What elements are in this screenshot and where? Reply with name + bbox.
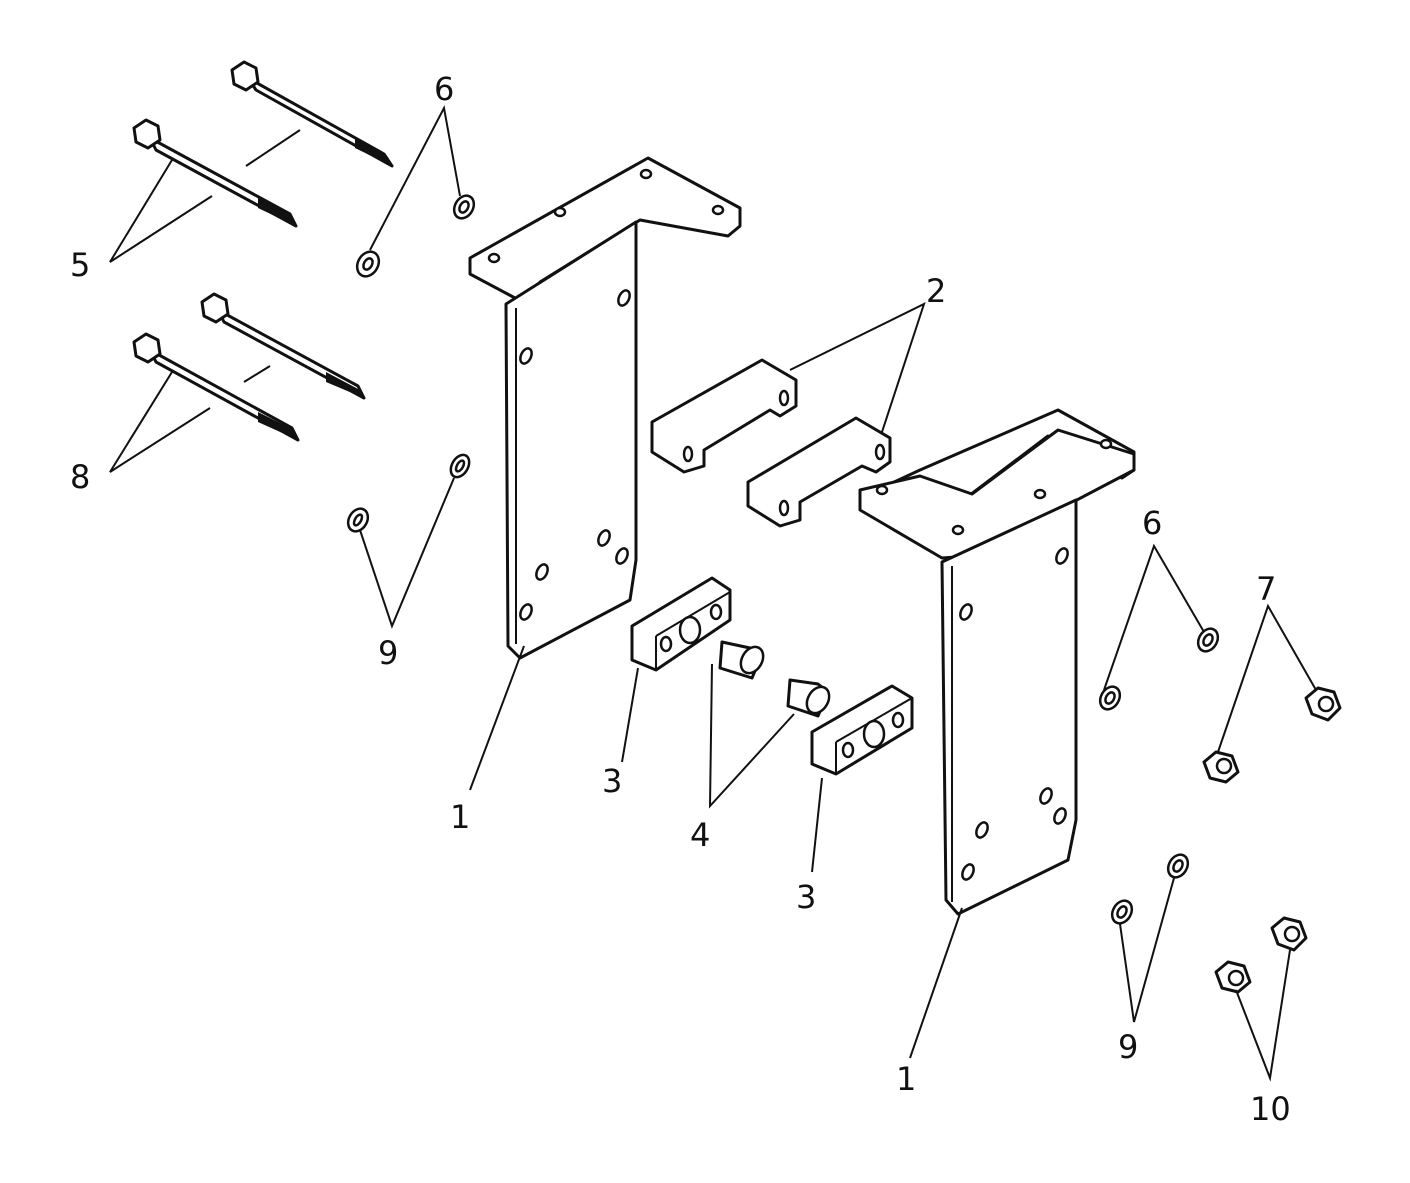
callout-6-right: 6 [1142, 504, 1162, 542]
bolt-8-upper [200, 292, 366, 400]
washer-9-right-b-inner [1116, 905, 1128, 919]
callout-1-right: 1 [896, 1060, 916, 1098]
bracket-1-left [468, 156, 742, 660]
leader-lines [109, 104, 1317, 1082]
washer-9-left-b-inner [352, 513, 364, 527]
clamp-block-3-lower [810, 684, 914, 776]
nut-7-lower [1202, 750, 1240, 784]
washer-9-right-a-inner [1172, 859, 1184, 873]
callout-2: 2 [926, 272, 946, 310]
callout-3-upper: 3 [602, 762, 622, 800]
callout-9-right: 9 [1118, 1028, 1138, 1066]
callout-1-left: 1 [450, 798, 470, 836]
bolt-5-upper [230, 60, 394, 168]
clamp-block-3-upper [630, 576, 732, 672]
callout-10: 10 [1250, 1090, 1291, 1128]
bolt-5-lower [132, 118, 298, 228]
callout-4: 4 [690, 816, 710, 854]
washer-6-right-b-inner [1104, 691, 1116, 705]
spacer-2-upper [650, 358, 798, 474]
pin-4-lower [786, 678, 831, 718]
bolt-8-lower [132, 332, 300, 442]
callout-7: 7 [1256, 570, 1276, 608]
nut-7-upper [1304, 686, 1342, 722]
callout-8: 8 [70, 458, 90, 496]
nut-10-lower [1214, 960, 1252, 994]
washer-9-left-a-inner [454, 459, 466, 473]
callout-6-left: 6 [434, 70, 454, 108]
callout-3-lower: 3 [796, 878, 816, 916]
callout-5: 5 [70, 246, 90, 284]
pin-4-upper [718, 640, 765, 680]
nut-10-upper [1270, 916, 1308, 952]
callout-9-left: 9 [378, 634, 398, 672]
washer-6-left-a-inner [458, 200, 470, 214]
washer-6-right-a-inner [1202, 633, 1214, 647]
bracket-1-right [858, 408, 1136, 916]
spacer-2-lower [746, 416, 892, 528]
washer-6-left-b-inner [362, 257, 374, 271]
